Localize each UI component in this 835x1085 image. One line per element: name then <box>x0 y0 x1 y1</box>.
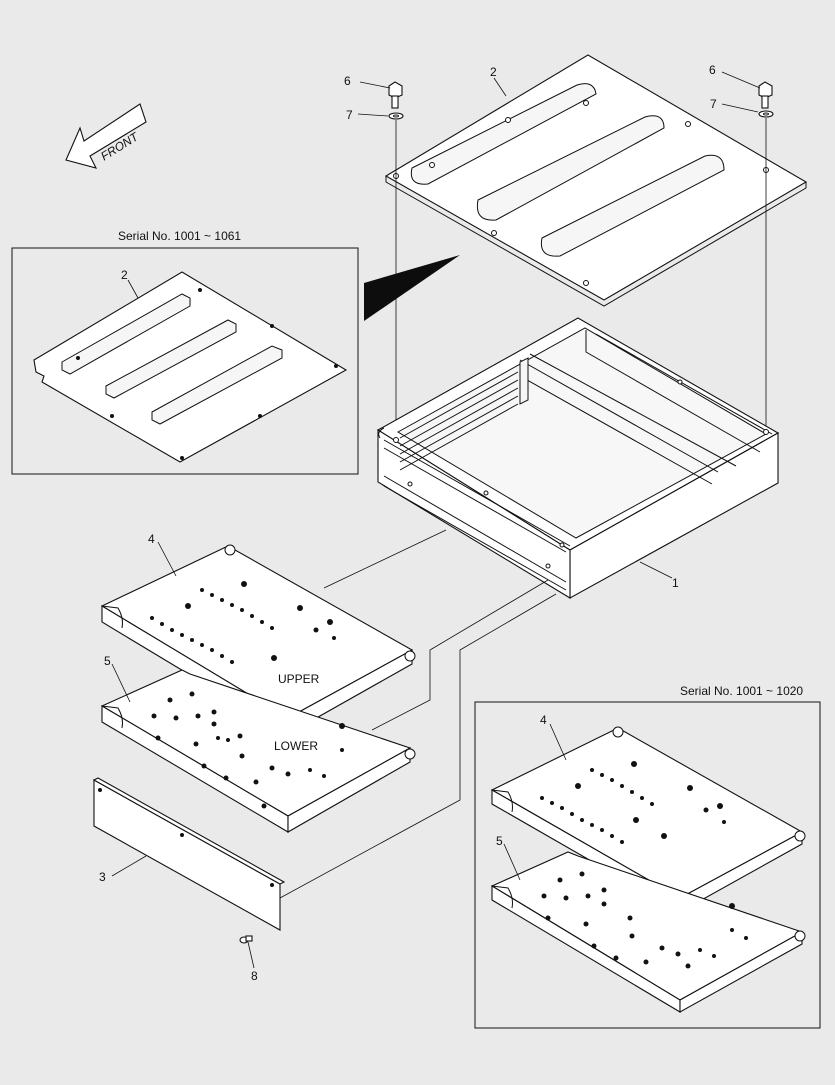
upper-drawer-holes <box>150 581 336 664</box>
front-arrow: FRONT <box>65 103 147 169</box>
inset-serial-1020: Serial No. 1001 ~ 1020 <box>474 684 821 1029</box>
top-cover-plate <box>384 54 808 307</box>
lower-label: LOWER <box>274 739 318 753</box>
lower-drawer-main: LOWER <box>100 669 416 833</box>
callout-7-right: 7 <box>710 97 717 111</box>
screw <box>239 935 253 944</box>
lower-drawer-holes <box>151 691 345 809</box>
inset-serial-label-1: Serial No. 1001 ~ 1061 <box>118 229 241 243</box>
callouts: 6 7 6 7 2 2 1 4 5 3 8 4 5 <box>99 63 717 983</box>
inset-serial-label-2: Serial No. 1001 ~ 1020 <box>680 684 803 698</box>
inset-pointer <box>364 255 460 321</box>
callout-5-main: 5 <box>104 654 111 668</box>
housing-frame <box>376 317 780 599</box>
callout-6-right: 6 <box>709 63 716 77</box>
inset-upper-holes <box>540 761 726 844</box>
callout-8: 8 <box>251 969 258 983</box>
callout-4-inset: 4 <box>540 713 547 727</box>
callout-5-inset: 5 <box>496 834 503 848</box>
callout-3: 3 <box>99 870 106 884</box>
upper-label: UPPER <box>278 672 320 686</box>
front-panel <box>92 777 286 931</box>
callout-leaders <box>111 71 761 969</box>
callout-1: 1 <box>672 576 679 590</box>
bolt-right <box>758 81 774 118</box>
callout-4-main: 4 <box>148 532 155 546</box>
bolt-left <box>388 81 404 120</box>
callout-7-left: 7 <box>346 108 353 122</box>
callout-6-left: 6 <box>344 74 351 88</box>
callout-2-top: 2 <box>490 65 497 79</box>
inset-lower-holes <box>541 871 748 969</box>
callout-2-inset: 2 <box>121 268 128 282</box>
inset-serial-1061: Serial No. 1001 ~ 1061 <box>11 229 359 475</box>
